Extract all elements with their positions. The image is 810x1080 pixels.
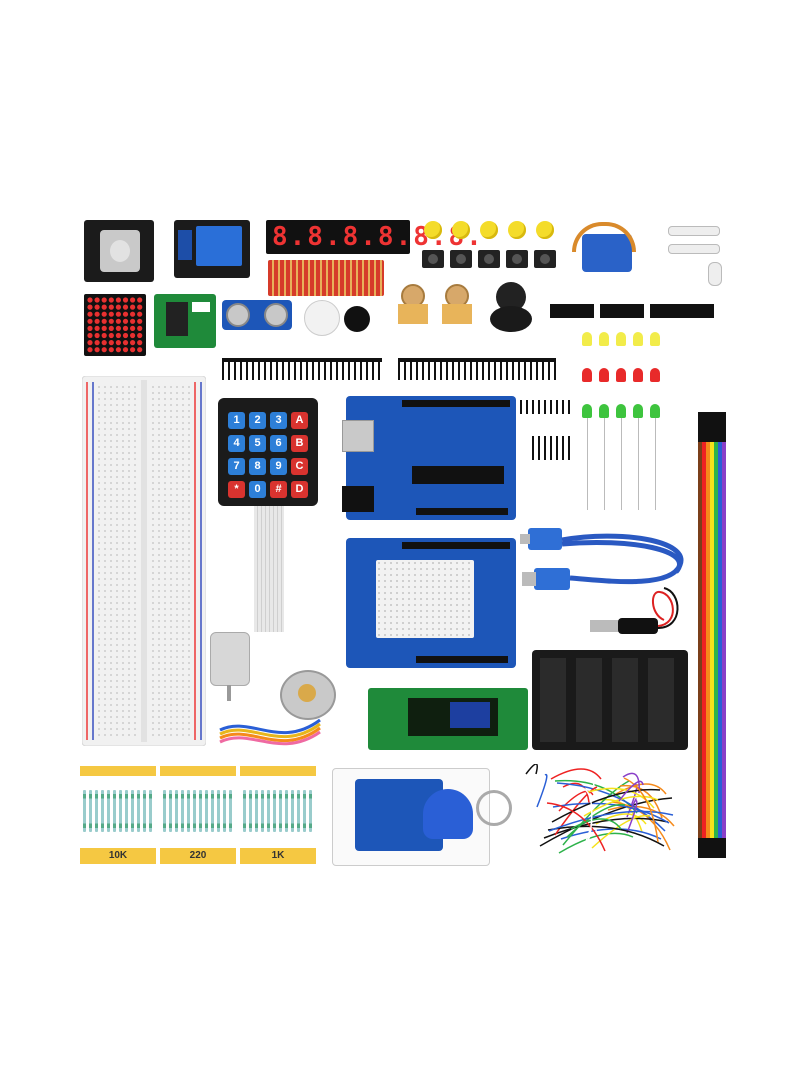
resistor-label-10k: 10K <box>80 848 156 864</box>
stepper-wires <box>219 718 321 746</box>
keypad-key: 1 <box>228 412 245 429</box>
microcontroller-chip <box>412 466 504 484</box>
keypad-key: * <box>228 481 245 498</box>
small-pin-header-1 <box>520 400 574 414</box>
keypad-key: B <box>291 435 308 452</box>
pin-header-1 <box>222 358 382 380</box>
usb-b-connector <box>342 420 374 452</box>
relay-module <box>174 220 250 278</box>
usb-cable <box>520 528 684 590</box>
dc-power-jack <box>342 486 374 512</box>
joystick-module <box>84 220 154 282</box>
resistor-label-1k: 1K <box>240 848 316 864</box>
water-level-sensor <box>268 260 384 296</box>
keypad-key: A <box>291 412 308 429</box>
rainbow-jumper-ribbon <box>698 412 728 858</box>
keypad-key: 4 <box>228 435 245 452</box>
battery-holder <box>532 650 688 750</box>
keypad-key: 7 <box>228 458 245 475</box>
rfid-keyfob <box>423 789 473 839</box>
keypad-key: C <box>291 458 308 475</box>
joystick-knob <box>110 240 130 262</box>
active-buzzer <box>344 306 370 332</box>
keypad-key: 8 <box>249 458 266 475</box>
relay-terminal <box>178 230 192 260</box>
keypad-key: 5 <box>249 435 266 452</box>
seven-segment-digits: 8.8.8.8.8.8. <box>272 222 484 252</box>
joystick-cap <box>490 282 532 334</box>
servo-motor <box>572 222 638 280</box>
i2c-adapter <box>450 702 490 728</box>
keypad-key: # <box>270 481 287 498</box>
potentiometer-1 <box>398 284 428 324</box>
relay-block <box>196 226 242 266</box>
keyring <box>476 790 512 826</box>
keypad-key: 9 <box>270 458 287 475</box>
potentiometer-2 <box>442 284 472 324</box>
keypad-key: 6 <box>270 435 287 452</box>
breadboard <box>82 376 206 746</box>
shield-header-bottom <box>416 656 508 663</box>
led-matrix <box>84 294 146 356</box>
arduino-uno-board <box>342 396 516 520</box>
keypad-key: D <box>291 481 308 498</box>
mini-breadboard <box>376 560 474 638</box>
pin-header-2 <box>398 358 556 380</box>
ultrasonic-sensor <box>222 300 292 330</box>
dc-motor <box>210 632 250 701</box>
prototype-shield <box>346 538 516 668</box>
digital-header <box>402 400 510 407</box>
lcd1602-module <box>368 688 528 750</box>
jumper-wire-bundle <box>525 764 675 854</box>
stepper-motor <box>274 666 344 726</box>
piezo-buzzer <box>304 300 340 336</box>
small-pin-header-2 <box>532 436 572 460</box>
keypad-key: 3 <box>270 412 287 429</box>
seven-segment-display: 8.8.8.8.8.8. <box>266 220 482 254</box>
shield-header-top <box>402 542 510 549</box>
keypad-key: 2 <box>249 412 266 429</box>
keypad-ribbon-cable <box>254 506 284 632</box>
power-header <box>416 508 508 515</box>
dc-barrel-cable <box>590 587 679 634</box>
stepper-driver-board <box>154 294 216 348</box>
rfid-card <box>332 768 490 866</box>
keypad-key: 0 <box>249 481 266 498</box>
resistor-label-220: 220 <box>160 848 236 864</box>
